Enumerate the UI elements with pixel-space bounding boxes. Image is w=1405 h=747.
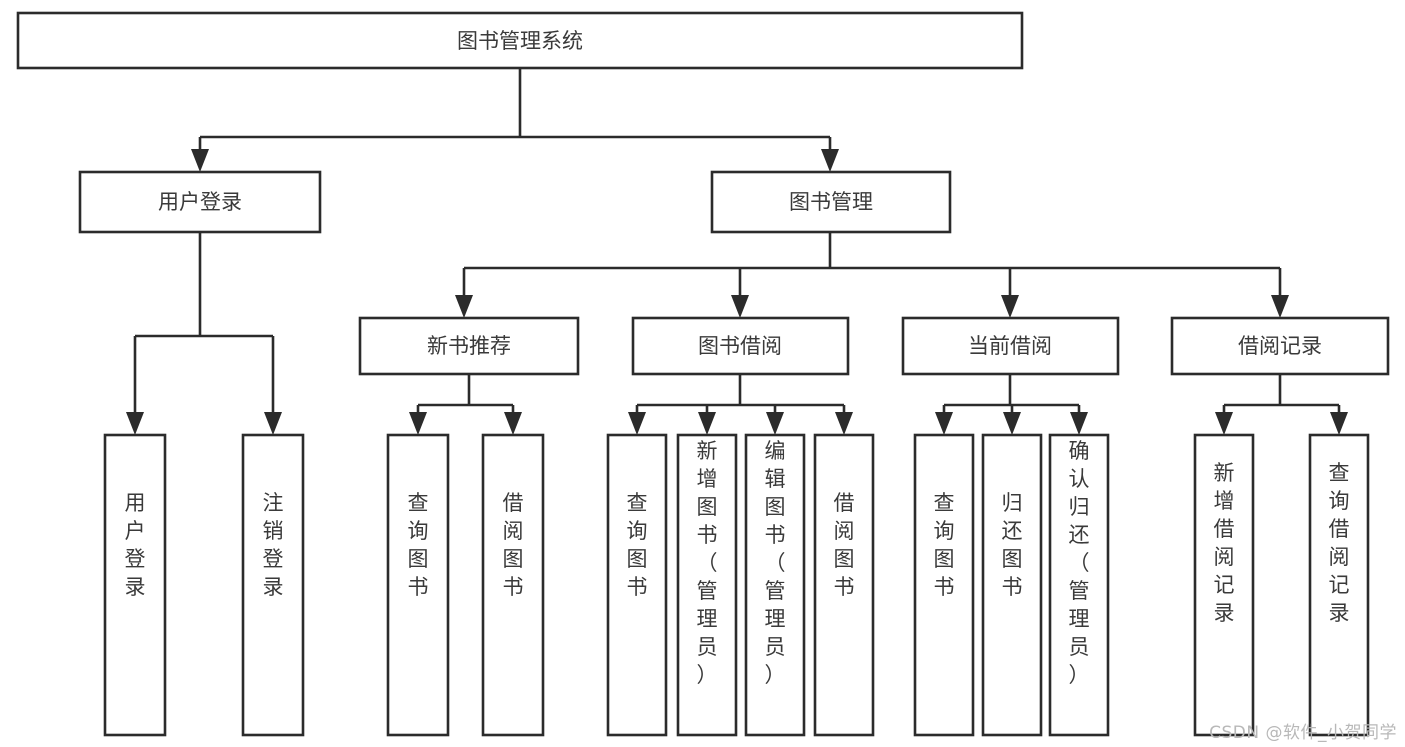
node-leaf-query-book-2-box[interactable]	[606, 433, 668, 737]
node-book-borrow-box[interactable]	[631, 316, 850, 376]
node-leaf-query-book-3[interactable]: 查询图书	[913, 433, 975, 737]
node-leaf-user-login-box[interactable]	[103, 433, 167, 737]
node-user-login-label: 用户登录	[158, 190, 242, 214]
node-leaf-query-book-1-box[interactable]	[386, 433, 450, 737]
node-user-login-box[interactable]	[78, 170, 322, 234]
arrow-head-leaf-add-record	[1215, 412, 1233, 435]
node-user-login[interactable]: 用户登录	[78, 170, 322, 234]
node-new-book-rec-box[interactable]	[358, 316, 580, 376]
node-leaf-query-book-1-label: 查询图书	[408, 491, 429, 599]
node-leaf-borrow-book-1-label: 借阅图书	[503, 491, 524, 599]
node-borrow-record-box[interactable]	[1170, 316, 1390, 376]
node-leaf-add-book[interactable]: 新增图书（管理员）	[676, 433, 738, 737]
node-borrow-record[interactable]: 借阅记录	[1170, 316, 1390, 376]
arrow-head-leaf-user-login	[126, 412, 144, 435]
node-book-manage-box[interactable]	[710, 170, 952, 234]
node-current-borrow-box[interactable]	[901, 316, 1120, 376]
arrow-head-current-borrow	[1001, 295, 1019, 318]
node-leaf-borrow-book-2-box[interactable]	[813, 433, 875, 737]
node-root-box[interactable]	[16, 11, 1024, 70]
node-leaf-confirm-return-box[interactable]	[1048, 433, 1110, 737]
node-current-borrow[interactable]: 当前借阅	[901, 316, 1120, 376]
node-leaf-add-record-box[interactable]	[1193, 433, 1255, 737]
node-leaf-return-book-label: 归还图书	[1002, 491, 1023, 599]
arrow-head-book-borrow	[731, 295, 749, 318]
node-leaf-user-login-label: 用户登录	[125, 491, 146, 599]
node-root[interactable]: 图书管理系统	[16, 11, 1024, 70]
node-book-borrow-label: 图书借阅	[698, 334, 782, 358]
node-leaf-add-record-label: 新增借阅记录	[1214, 461, 1235, 625]
arrow-head-leaf-edit-book	[766, 412, 784, 435]
node-leaf-return-book-box[interactable]	[981, 433, 1043, 737]
node-leaf-query-record[interactable]: 查询借阅记录	[1308, 433, 1370, 737]
node-leaf-query-record-label: 查询借阅记录	[1329, 461, 1350, 625]
arrow-head-leaf-query-book-2	[628, 412, 646, 435]
node-current-borrow-label: 当前借阅	[968, 334, 1052, 358]
arrow-head-leaf-query-record	[1330, 412, 1348, 435]
node-book-borrow[interactable]: 图书借阅	[631, 316, 850, 376]
node-leaf-borrow-book-1-box[interactable]	[481, 433, 545, 737]
arrow-head-leaf-borrow-book-1	[504, 412, 522, 435]
node-root-label: 图书管理系统	[457, 29, 583, 53]
node-leaf-confirm-return[interactable]: 确认归还（管理员）	[1048, 433, 1110, 737]
node-leaf-logout-box[interactable]	[241, 433, 305, 737]
arrow-head-book-manage	[821, 149, 839, 172]
arrow-head-user-login	[191, 149, 209, 172]
node-leaf-query-book-1[interactable]: 查询图书	[386, 433, 450, 737]
node-leaf-confirm-return-label: 确认归还（管理员）	[1069, 439, 1090, 687]
node-leaf-borrow-book-2-label: 借阅图书	[834, 491, 855, 599]
node-leaf-add-book-label: 新增图书（管理员）	[697, 439, 718, 687]
node-leaf-logout[interactable]: 注销登录	[241, 433, 305, 737]
arrow-head-leaf-return-book	[1003, 412, 1021, 435]
csdn-watermark: CSDN @软件_小贺同学	[1209, 723, 1397, 743]
node-leaf-return-book[interactable]: 归还图书	[981, 433, 1043, 737]
node-leaf-borrow-book-2[interactable]: 借阅图书	[813, 433, 875, 737]
node-leaf-query-book-2-label: 查询图书	[627, 491, 648, 599]
node-leaf-edit-book[interactable]: 编辑图书（管理员）	[744, 433, 806, 737]
node-leaf-query-book-3-box[interactable]	[913, 433, 975, 737]
arrow-head-leaf-add-book	[698, 412, 716, 435]
arrow-head-leaf-query-book-3	[935, 412, 953, 435]
arrow-head-leaf-confirm-return	[1070, 412, 1088, 435]
node-leaf-add-record[interactable]: 新增借阅记录	[1193, 433, 1255, 737]
node-leaf-add-book-box[interactable]	[676, 433, 738, 737]
arrow-head-borrow-record	[1271, 295, 1289, 318]
arrow-head-leaf-query-book-1	[409, 412, 427, 435]
node-leaf-edit-book-label: 编辑图书（管理员）	[765, 439, 786, 687]
node-leaf-query-book-2[interactable]: 查询图书	[606, 433, 668, 737]
connector-layer	[126, 68, 1348, 435]
node-borrow-record-label: 借阅记录	[1238, 334, 1322, 358]
node-leaf-borrow-book-1[interactable]: 借阅图书	[481, 433, 545, 737]
node-leaf-user-login[interactable]: 用户登录	[103, 433, 167, 737]
arrow-head-new-book-rec	[455, 295, 473, 318]
node-leaf-edit-book-box[interactable]	[744, 433, 806, 737]
node-new-book-rec[interactable]: 新书推荐	[358, 316, 580, 376]
node-new-book-rec-label: 新书推荐	[427, 334, 511, 358]
node-book-manage-label: 图书管理	[789, 190, 873, 214]
node-leaf-query-book-3-label: 查询图书	[934, 491, 955, 599]
arrow-head-leaf-logout	[264, 412, 282, 435]
node-book-manage[interactable]: 图书管理	[710, 170, 952, 234]
node-leaf-query-record-box[interactable]	[1308, 433, 1370, 737]
arrow-head-leaf-borrow-book-2	[835, 412, 853, 435]
node-leaf-logout-label: 注销登录	[263, 491, 284, 599]
